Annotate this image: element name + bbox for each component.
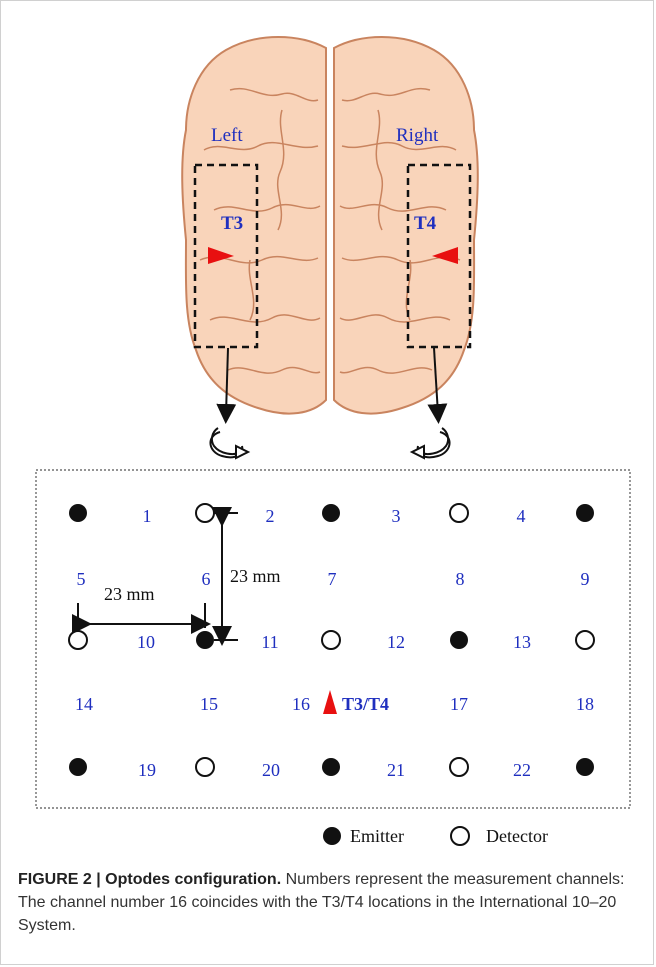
channel-4: 4 xyxy=(517,506,526,526)
channel-13: 13 xyxy=(513,632,531,652)
channel-19: 19 xyxy=(138,760,156,780)
emitter-optode xyxy=(69,758,87,776)
rotate-left-icon xyxy=(210,428,248,458)
horizontal-dimension-label: 23 mm xyxy=(104,584,155,604)
channel-17: 17 xyxy=(450,694,468,714)
channel-9: 9 xyxy=(581,569,590,589)
emitter-optode xyxy=(322,758,340,776)
electrode-t3-label: T3 xyxy=(221,213,243,234)
emitter-optode xyxy=(450,631,468,649)
channel-10: 10 xyxy=(137,632,155,652)
vertical-dimension-label: 23 mm xyxy=(230,566,281,586)
left-hemisphere xyxy=(182,37,326,414)
electrode-t4-label: T4 xyxy=(414,213,437,234)
channel-16: 16 xyxy=(292,694,310,714)
channel-20: 20 xyxy=(262,760,280,780)
channel-22: 22 xyxy=(513,760,531,780)
detector-optode xyxy=(196,758,214,776)
t3-t4-label: T3/T4 xyxy=(342,694,389,714)
legend-emitter: Emitter xyxy=(350,826,404,846)
channel-7: 7 xyxy=(328,569,337,589)
channel-8: 8 xyxy=(456,569,465,589)
channel-6: 6 xyxy=(202,569,211,589)
detector-optode xyxy=(576,631,594,649)
channel-14: 14 xyxy=(75,694,93,714)
channel-2: 2 xyxy=(266,506,275,526)
legend: Emitter Detector xyxy=(323,826,548,846)
rotate-right-icon xyxy=(412,428,450,458)
channel-18: 18 xyxy=(576,694,594,714)
detector-optode xyxy=(69,631,87,649)
label-right: Right xyxy=(396,125,439,146)
detector-optode xyxy=(322,631,340,649)
emitter-legend-icon xyxy=(323,827,341,845)
right-hemisphere xyxy=(334,37,478,414)
emitter-optode xyxy=(322,504,340,522)
channel-21: 21 xyxy=(387,760,405,780)
detector-optode xyxy=(450,758,468,776)
legend-detector: Detector xyxy=(486,826,548,846)
channel-12: 12 xyxy=(387,632,405,652)
channel-1: 1 xyxy=(143,506,152,526)
channel-5: 5 xyxy=(77,569,86,589)
detector-optode xyxy=(196,504,214,522)
horizontal-dimension xyxy=(78,603,205,628)
figure-caption: FIGURE 2 | Optodes configuration. Number… xyxy=(18,868,638,937)
label-left: Left xyxy=(211,125,243,146)
emitter-optode xyxy=(69,504,87,522)
channel-3: 3 xyxy=(392,506,401,526)
channel-11: 11 xyxy=(261,632,278,652)
detector-optode xyxy=(450,504,468,522)
optode-figure: Left Right T3 T4 1 2 3 4 5 6 7 8 9 10 11… xyxy=(0,0,656,860)
emitter-optode xyxy=(576,758,594,776)
emitter-optode xyxy=(196,631,214,649)
emitter-optode xyxy=(576,504,594,522)
caption-label: FIGURE 2 | Optodes configuration. xyxy=(18,871,281,888)
channel-15: 15 xyxy=(200,694,218,714)
detector-legend-icon xyxy=(451,827,469,845)
t3-t4-marker-icon xyxy=(323,690,337,714)
